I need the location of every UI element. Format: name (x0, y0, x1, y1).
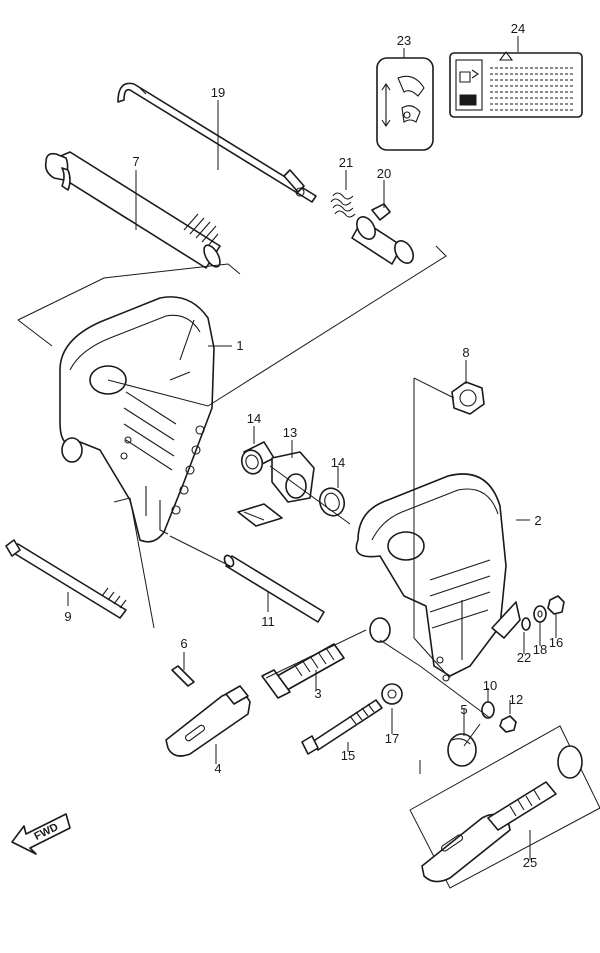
callout-15: 15 (341, 748, 355, 763)
part-25-clamp-screw-assembly[interactable] (409, 725, 600, 889)
part-21-spring[interactable] (330, 192, 356, 218)
part-6-pin[interactable] (171, 665, 195, 687)
callout-16: 16 (549, 635, 563, 650)
part-7-clamp-bolt[interactable] (44, 151, 224, 269)
callout-18: 18 (533, 642, 547, 657)
part-23-tilt-decal[interactable] (376, 57, 434, 151)
forward-direction-arrow: FWD (11, 813, 71, 855)
callout-22: 22 (517, 650, 531, 665)
callout-6: 6 (180, 636, 187, 651)
part-22-washer[interactable] (521, 617, 531, 631)
part-10-washer[interactable] (481, 701, 495, 719)
part-14-bushing[interactable] (316, 485, 348, 520)
callout-2: 2 (534, 513, 541, 528)
part-12-nut[interactable] (499, 715, 517, 733)
callout-10: 10 (483, 678, 497, 693)
callout-7: 7 (132, 154, 139, 169)
callout-14-lower: 14 (331, 455, 345, 470)
callout-3: 3 (314, 686, 321, 701)
part-3-clamp-screw[interactable] (261, 643, 345, 699)
part-1-clamp-bracket[interactable] (59, 296, 215, 543)
part-8-nut[interactable] (451, 381, 485, 415)
part-15-bolt[interactable] (301, 699, 383, 755)
part-11-pin[interactable] (223, 554, 325, 623)
callout-4: 4 (214, 761, 221, 776)
callout-24: 24 (511, 21, 525, 36)
callout-19: 19 (211, 85, 225, 100)
part-16-nut[interactable] (547, 595, 565, 615)
leader-lines (17, 245, 491, 774)
callout-25: 25 (523, 855, 537, 870)
part-19-tilt-lever-rod[interactable] (117, 82, 317, 203)
part-14-bushing[interactable] (238, 441, 275, 477)
part-20-tilt-stopper[interactable] (351, 203, 417, 266)
callout-8: 8 (462, 345, 469, 360)
callout-9: 9 (64, 609, 71, 624)
part-13-thrust-rod-plate[interactable] (237, 451, 315, 527)
part-4-clamp-handle[interactable] (165, 685, 251, 757)
callout-leaders (67, 36, 557, 860)
part-18-washer[interactable] (533, 605, 547, 623)
callout-23: 23 (397, 33, 411, 48)
callout-5: 5 (460, 702, 467, 717)
callout-20: 20 (377, 166, 391, 181)
callout-14-upper: 14 (247, 411, 261, 426)
callout-21: 21 (339, 155, 353, 170)
callout-17: 17 (385, 731, 399, 746)
part-5-clamp-pad[interactable] (447, 733, 477, 767)
callout-labels: 1 2 3 4 5 6 7 8 9 10 11 12 13 14 14 15 1… (64, 21, 563, 870)
callout-13: 13 (283, 425, 297, 440)
part-24-caution-label[interactable] (449, 51, 583, 118)
callout-1: 1 (236, 338, 243, 353)
part-9-bolt[interactable] (5, 539, 127, 619)
part-17-washer[interactable] (381, 683, 403, 705)
callout-11: 11 (261, 614, 275, 629)
callout-12: 12 (509, 692, 523, 707)
part-2-clamp-bracket[interactable] (355, 473, 521, 682)
